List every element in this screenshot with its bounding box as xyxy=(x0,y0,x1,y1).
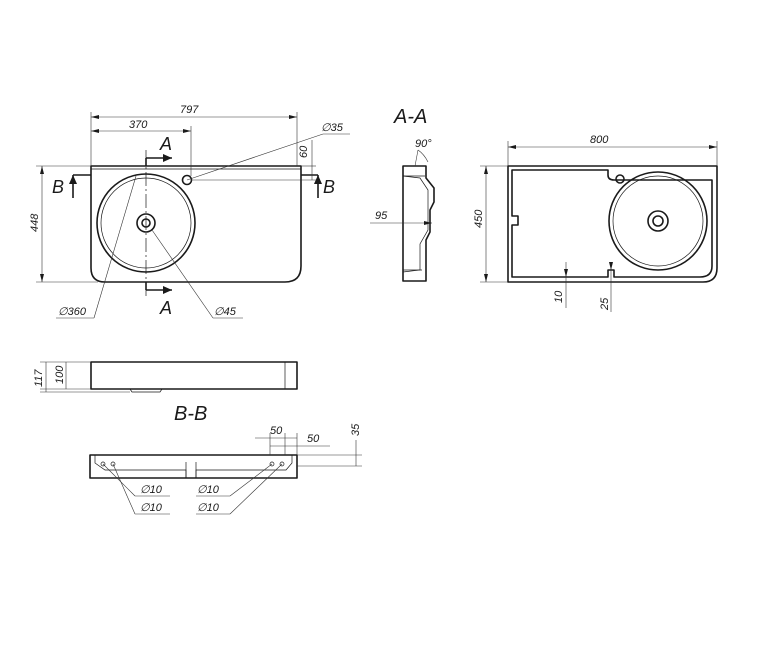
dim-50b-label: 50 xyxy=(307,433,320,445)
dim-90-label: 90° xyxy=(415,138,432,150)
dim-448-label: 448 xyxy=(29,213,41,232)
top-outline xyxy=(507,165,718,283)
dim-95-label: 95 xyxy=(375,210,388,222)
hole-4-label: ∅10 xyxy=(197,502,220,514)
hole-1-label: ∅10 xyxy=(140,484,163,496)
front-outline xyxy=(90,165,302,283)
leader-hole-3 xyxy=(229,463,273,497)
dim-360-label: ∅360 xyxy=(58,306,87,318)
front-view: A A B B 797 370 448 60 xyxy=(29,104,350,319)
section-a-bottom-arrowhead xyxy=(163,286,172,294)
leader-360 xyxy=(93,175,137,319)
top-bowl-outer xyxy=(608,171,708,271)
section-bb-view: B-B 50 50 35 ∅10 ∅10 ∅10 ∅10 xyxy=(89,403,362,515)
dim-10-label: 10 xyxy=(553,290,565,303)
section-aa-outline xyxy=(402,165,435,282)
dim-35-label: ∅35 xyxy=(321,122,344,134)
side-drain xyxy=(129,388,163,393)
hole-3-label: ∅10 xyxy=(197,484,220,496)
leader-hole-2 xyxy=(112,463,136,515)
top-overflow-hole xyxy=(615,174,625,184)
section-bb-inner xyxy=(94,455,293,478)
top-drain-inner xyxy=(652,215,664,227)
section-a-top-arrowhead xyxy=(163,154,172,162)
section-bb-outline xyxy=(89,454,298,479)
side-view: 117 100 xyxy=(33,361,298,393)
dim-800-label: 800 xyxy=(590,134,609,146)
dim-60-label: 60 xyxy=(298,145,310,158)
dim-35-height-label: 35 xyxy=(350,423,362,436)
leader-hole-1 xyxy=(102,463,136,497)
side-outline xyxy=(90,361,298,390)
dim-25-label: 25 xyxy=(599,297,611,311)
top-inner xyxy=(511,169,713,278)
dim-117-label: 117 xyxy=(33,369,45,387)
section-a-bottom-label: A xyxy=(159,298,172,318)
dim-450-label: 450 xyxy=(473,209,485,228)
section-b-left-label: B xyxy=(52,177,64,197)
dim-100-label: 100 xyxy=(54,365,66,384)
leader-45 xyxy=(151,229,214,319)
dim-370-label: 370 xyxy=(129,119,148,131)
dim-797-label: 797 xyxy=(180,104,199,116)
top-drain-outer xyxy=(647,210,669,232)
top-view: 800 450 10 25 xyxy=(473,134,718,312)
section-b-right-label: B xyxy=(323,177,335,197)
section-aa-view: A-A 90° 95 xyxy=(370,106,435,282)
angle-arc xyxy=(417,149,429,163)
leader-hole-4 xyxy=(229,463,283,515)
leader-35 xyxy=(186,133,324,181)
dim-50a-label: 50 xyxy=(270,425,283,437)
dim-45-label: ∅45 xyxy=(214,306,237,318)
section-bb-title: B-B xyxy=(174,403,207,425)
top-bowl-inner xyxy=(612,175,704,267)
hole-2-label: ∅10 xyxy=(140,502,163,514)
drain-outer xyxy=(136,213,156,233)
section-aa-title: A-A xyxy=(393,106,427,128)
section-a-top-label: A xyxy=(159,134,172,154)
